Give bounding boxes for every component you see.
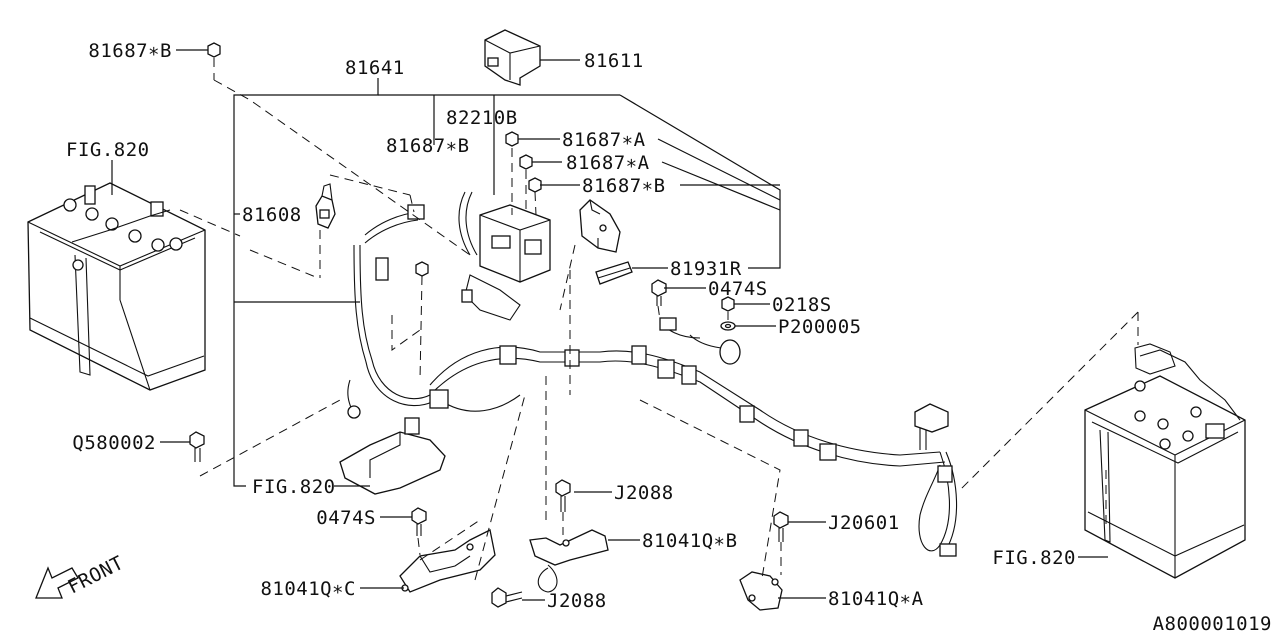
- label-fig820-left: FIG.820: [66, 139, 150, 161]
- label-81931r: 81931R: [670, 258, 742, 280]
- part-bracket-upper-right: [579, 199, 621, 253]
- label-81687b-right: 81687∗B: [582, 175, 666, 197]
- hex-nut-icon: [505, 131, 519, 147]
- hex-nut-icon: [207, 42, 221, 58]
- label-0474s-bottom: 0474S: [316, 507, 376, 529]
- part-fig820-bracket-lower: [339, 417, 446, 495]
- label-81611: 81611: [584, 50, 644, 72]
- hex-nut-icon: [415, 261, 429, 277]
- label-j2088-top: J2088: [614, 482, 674, 504]
- dashed-reference-lines: [179, 58, 1139, 581]
- battery-left: [27, 182, 206, 391]
- part-81931r-tube: [595, 261, 633, 285]
- hex-nut-icon: [721, 296, 735, 312]
- part-81041qa-bracket: [739, 571, 783, 611]
- label-fig820-bottom: FIG.820: [252, 476, 336, 498]
- part-81608-clip: [315, 183, 336, 229]
- bolt-icon: [189, 431, 205, 462]
- label-81041qc: 81041Q∗C: [260, 578, 356, 600]
- label-0218s: 0218S: [772, 294, 832, 316]
- hex-nut-icon: [519, 154, 533, 170]
- part-labels: 81687∗B 81641 81611 FIG.820 82210B 81687…: [64, 40, 1272, 635]
- label-82210b: 82210B: [446, 107, 518, 129]
- part-81041qb-bracket: [529, 529, 609, 593]
- label-81687b-top: 81687∗B: [88, 40, 172, 62]
- diagram-id: A800001019: [1153, 613, 1272, 635]
- label-j20601: J20601: [828, 512, 900, 534]
- bolt-icon: [773, 511, 789, 542]
- bolt-icon: [491, 587, 523, 608]
- wiring-harness: [347, 191, 958, 557]
- label-81608: 81608: [242, 204, 302, 226]
- hex-nut-icon: [528, 177, 542, 193]
- front-arrow-icon: [35, 566, 79, 599]
- label-81687a-1: 81687∗A: [562, 129, 646, 151]
- bolt-icon: [651, 279, 667, 306]
- bolt-icon: [555, 479, 571, 512]
- label-q580002: Q580002: [72, 432, 156, 454]
- bolt-icon: [411, 507, 427, 536]
- label-front: FRONT: [64, 552, 127, 599]
- label-81687a-2: 81687∗A: [566, 152, 650, 174]
- part-81611-cover: [484, 29, 541, 86]
- part-82210b-fusebox: [461, 204, 551, 321]
- battery-right: [1084, 343, 1246, 579]
- label-81687b-mid: 81687∗B: [386, 135, 470, 157]
- label-81041qa: 81041Q∗A: [828, 588, 924, 610]
- label-p200005: P200005: [778, 316, 862, 338]
- leader-lines: [111, 49, 1108, 601]
- part-81041qc-bracket: [399, 529, 496, 593]
- label-81641: 81641: [345, 57, 405, 79]
- label-0474s-top: 0474S: [708, 278, 768, 300]
- label-j2088-bottom: J2088: [547, 590, 607, 612]
- washer-icon: [720, 321, 736, 331]
- label-81041qb: 81041Q∗B: [642, 530, 738, 552]
- label-fig820-right: FIG.820: [992, 547, 1076, 569]
